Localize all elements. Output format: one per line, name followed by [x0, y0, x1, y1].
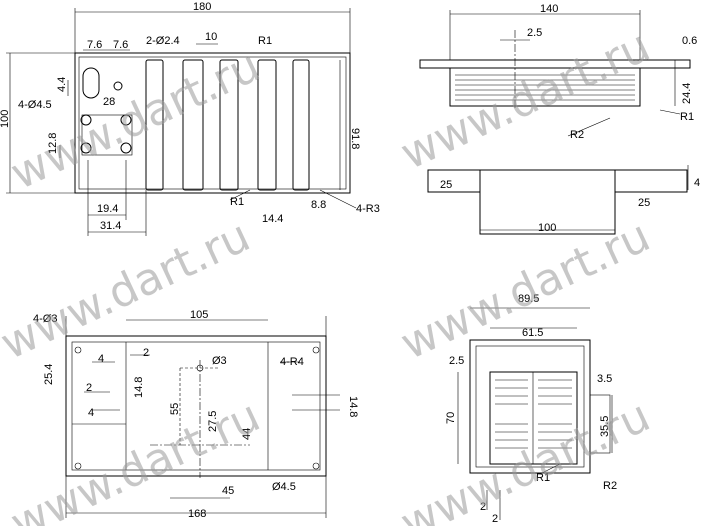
dim-91-8: 91.8: [349, 128, 361, 149]
dim-31-4: 31.4: [100, 220, 121, 232]
dim-14-4: 14.4: [262, 213, 283, 225]
watermark-6: www.dart.ru: [393, 390, 658, 526]
dim-4-b: 4: [88, 407, 94, 419]
dim-7-6-b: 7.6: [113, 39, 128, 51]
dim-r1-right: R1: [680, 111, 694, 123]
dim-180: 180: [193, 1, 211, 13]
watermarks: www.dart.ru www.dart.ru www.dart.ru www.…: [0, 20, 658, 526]
dim-2-br-b: 2: [492, 513, 498, 525]
dim-10: 10: [205, 31, 217, 43]
dim-100: 100: [0, 110, 11, 128]
dim-105: 105: [190, 309, 208, 321]
dim-4: 4: [694, 177, 700, 189]
dim-2-br-a: 2: [480, 501, 486, 513]
bottom-right-view: [457, 307, 613, 520]
dim-25-left: 25: [440, 179, 452, 191]
dim-2-holes: 2-Ø2.4: [146, 35, 180, 47]
dim-2-5: 2.5: [527, 27, 542, 39]
dim-25-right: 25: [638, 197, 650, 209]
dim-61-5: 61.5: [522, 327, 543, 339]
dim-2-b: 2: [86, 382, 92, 394]
dim-14-8-left: 14.8: [133, 377, 145, 398]
dim-55: 55: [169, 403, 181, 415]
dim-27-5: 27.5: [207, 411, 219, 432]
dim-44: 44: [241, 428, 253, 440]
dim-4-holes: 4-Ø4.5: [18, 99, 52, 111]
dim-3-5: 3.5: [597, 373, 612, 385]
dim-r1-top: R1: [258, 35, 272, 47]
dim-2-a: 2: [143, 347, 149, 359]
dim-12-8: 12.8: [47, 133, 59, 154]
dim-d4-5: Ø4.5: [272, 481, 296, 493]
bottom-right-dimensions: 89.5 61.5 2.5 3.5 70 35.5 R1 R2 2 2: [445, 293, 617, 525]
dim-8-8: 8.8: [311, 199, 326, 211]
dim-45: 45: [222, 485, 234, 497]
dim-89-5: 89.5: [518, 293, 539, 305]
dim-4-r4: 4-R4: [280, 356, 304, 368]
dim-28: 28: [103, 96, 115, 108]
dim-r2: R2: [570, 129, 584, 141]
dim-d3-center: Ø3: [212, 355, 227, 367]
top-left-dimensions: 180 7.6 7.6 2-Ø2.4 10 R1 4.4 4-Ø4.5 28 1…: [0, 1, 380, 232]
top-right-dimensions: 140 2.5 0.6 24.4 R1 R2 25 4 25 100: [440, 3, 700, 234]
top-left-view: [6, 8, 357, 236]
top-right-view: [419, 10, 691, 235]
dim-7-6-a: 7.6: [87, 39, 102, 51]
dim-4-4: 4.4: [56, 77, 68, 92]
dim-35-5: 35.5: [599, 416, 611, 437]
dim-r1-br: R1: [536, 472, 550, 484]
dim-0-6: 0.6: [682, 35, 697, 47]
bottom-left-dimensions: 4-Ø3 105 4 2 Ø3 4-R4 25.4 14.8 2 4 55 27…: [33, 309, 359, 520]
dim-r2-br: R2: [603, 480, 617, 492]
dim-19-4: 19.4: [97, 203, 118, 215]
dim-2-5-br: 2.5: [449, 355, 464, 367]
dim-70: 70: [445, 412, 457, 424]
watermark-1: www.dart.ru: [3, 40, 268, 200]
watermark-3: www.dart.ru: [0, 210, 258, 370]
bottom-left-view: [65, 316, 340, 518]
dim-14-8-right: 14.8: [347, 396, 359, 417]
dim-4-d3: 4-Ø3: [33, 313, 57, 325]
dim-140: 140: [540, 3, 558, 15]
dim-100-right: 100: [538, 222, 556, 234]
dim-r1-bottom: R1: [230, 196, 244, 208]
dim-4-r3: 4-R3: [356, 203, 380, 215]
watermark-5: www.dart.ru: [3, 390, 268, 526]
dim-168: 168: [188, 508, 206, 520]
dim-4-a: 4: [98, 353, 104, 365]
dim-25-4: 25.4: [43, 364, 55, 385]
dim-24-4: 24.4: [681, 83, 693, 104]
